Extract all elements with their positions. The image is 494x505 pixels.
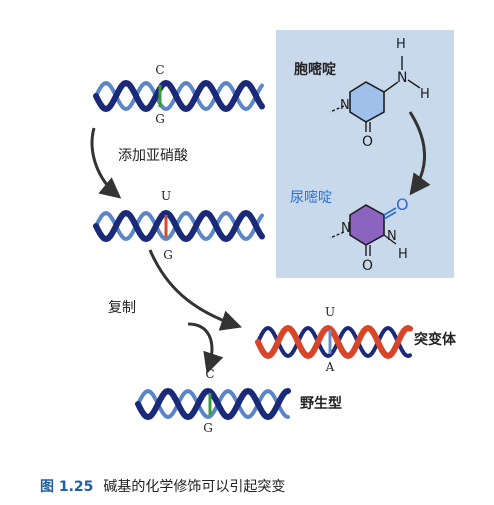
dna-helix-top — [93, 79, 265, 113]
dna-helix-middle — [93, 209, 265, 243]
wild-base-upper: C — [205, 367, 214, 381]
mutant-base-upper: U — [325, 305, 335, 319]
mutant-label: 突变体 — [414, 331, 457, 348]
uracil-oxygen: O — [362, 258, 373, 274]
deamination-arrow — [408, 111, 431, 196]
cytosine-top-h: H — [396, 37, 406, 52]
helix-strand-front — [135, 387, 291, 421]
top-base-lower: G — [155, 112, 165, 126]
uracil-ring-n: N — [341, 221, 351, 236]
helix-strand-front — [93, 79, 265, 113]
replication-arrow-to-wild — [187, 322, 224, 374]
wild-base-lower: G — [203, 421, 213, 435]
caption-number: 图 1.25 — [40, 479, 94, 495]
dna-helix-mutant — [255, 324, 413, 360]
helix-strand-front — [93, 209, 265, 243]
mid-base-lower: G — [163, 248, 173, 262]
helix-strand-back — [136, 388, 290, 420]
wild-type-label: 野生型 — [300, 395, 342, 412]
cytosine-amine-n: N — [397, 70, 407, 86]
uracil-structure: O N N H O — [329, 195, 409, 274]
helix-strand-back — [256, 325, 412, 359]
uracil-n3: N — [387, 229, 397, 244]
dna-helix-wild-type — [135, 387, 291, 421]
nitrous-acid-label: 添加亚硝酸 — [118, 148, 188, 164]
replication-label: 复制 — [108, 299, 136, 316]
figure-caption: 图 1.25 碱基的化学修饰可以引起突变 — [40, 476, 285, 496]
cytosine-oxygen: O — [362, 134, 373, 150]
mid-base-upper: U — [161, 189, 171, 203]
uracil-label: 尿嘧啶 — [290, 189, 332, 206]
uracil-new-oxygen: O — [396, 195, 409, 214]
cytosine-ring-n: N — [340, 98, 350, 113]
cytosine-amine-h: H — [420, 87, 430, 102]
caption-text: 碱基的化学修饰可以引起突变 — [103, 479, 286, 495]
top-base-upper: C — [155, 63, 164, 77]
replication-arrow-to-mutant — [148, 249, 242, 331]
cytosine-label: 胞嘧啶 — [293, 61, 336, 78]
nitrous-acid-arrow — [90, 127, 122, 199]
helix-strand-front — [255, 324, 413, 360]
uracil-n3-h: H — [398, 247, 408, 262]
mutant-base-lower: A — [325, 360, 335, 374]
cytosine-structure: H N H N O — [329, 37, 430, 150]
